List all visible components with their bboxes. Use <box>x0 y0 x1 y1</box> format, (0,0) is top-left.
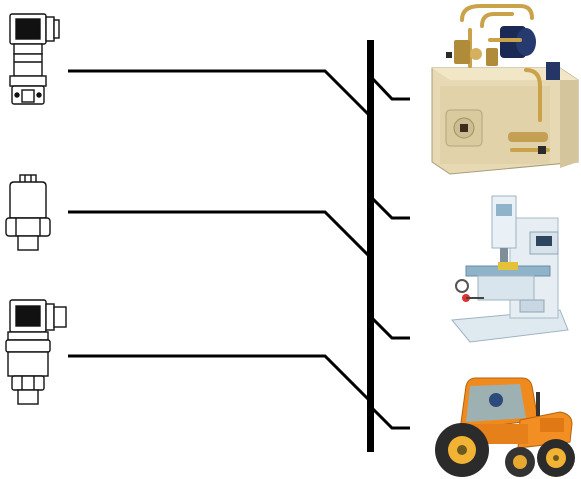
branch-2 <box>370 196 410 220</box>
pressure-transmitter-din-connector-icon <box>5 299 67 405</box>
connector-lines <box>68 69 374 405</box>
branch-1 <box>370 76 410 101</box>
bus-branches <box>370 76 410 430</box>
pressure-sensor-compact-icon <box>5 174 51 251</box>
sensor-2-line <box>68 210 374 261</box>
branch-3 <box>370 316 410 340</box>
pressure-transmitter-din-connector-icon <box>9 13 60 105</box>
hydraulic-power-unit-icon <box>431 4 579 175</box>
milling-machine-icon <box>451 195 569 343</box>
branch-4 <box>370 406 410 430</box>
sensor-1-line <box>68 69 374 120</box>
sensor-3-line <box>68 354 374 405</box>
tractor-icon <box>435 377 575 477</box>
bus-bar <box>367 40 374 452</box>
